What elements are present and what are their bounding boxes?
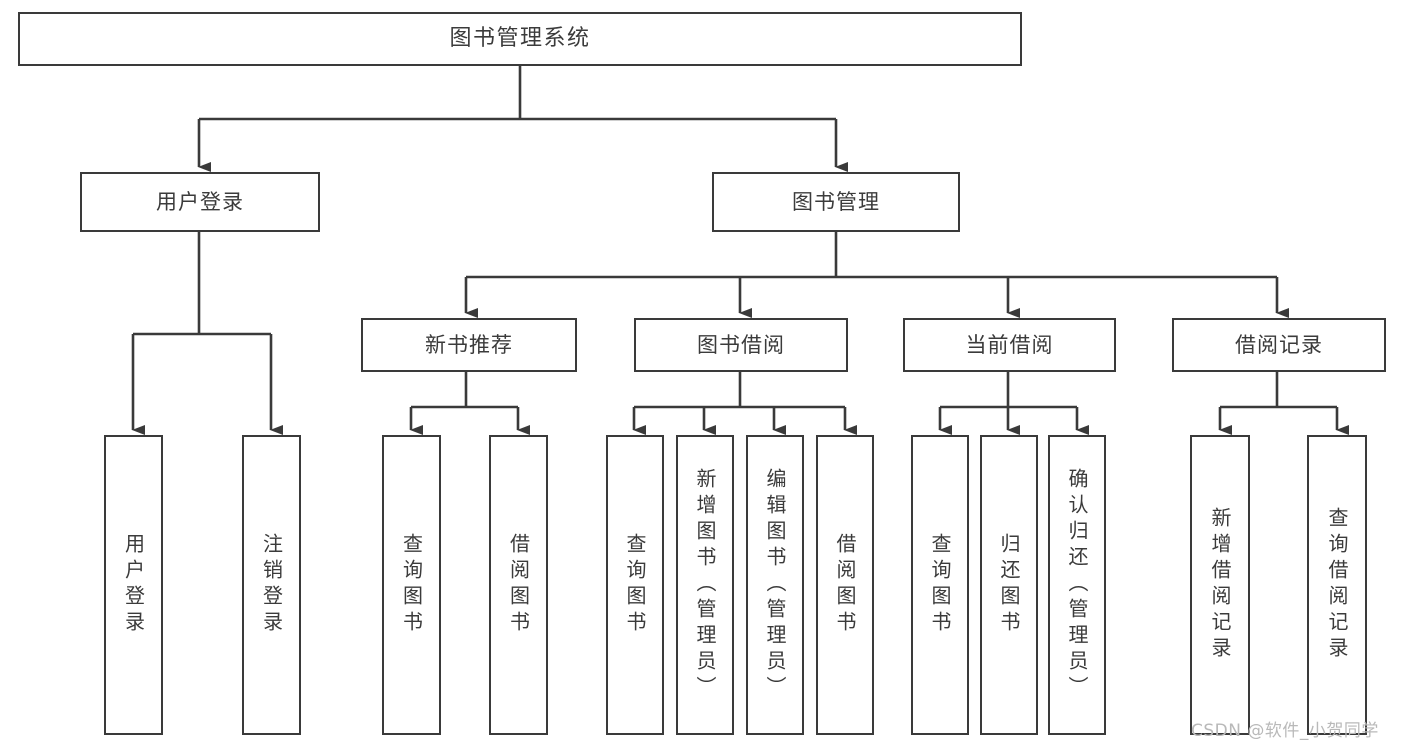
node-book-borrow[interactable]: 图书借阅 xyxy=(634,318,848,372)
node-label: 查询图书 xyxy=(928,533,952,637)
leaf-add-borrow-record[interactable]: 新增借阅记录 xyxy=(1190,435,1250,735)
node-label: 新增借阅记录 xyxy=(1208,507,1232,663)
node-label: 用户登录 xyxy=(121,533,146,637)
leaf-user-login[interactable]: 用户登录 xyxy=(104,435,163,735)
node-label: 查询借阅记录 xyxy=(1325,507,1349,663)
node-label: 注销登录 xyxy=(259,533,284,637)
leaf-return-books[interactable]: 归还图书 xyxy=(980,435,1038,735)
leaf-query-books-recommend[interactable]: 查询图书 xyxy=(382,435,441,735)
leaf-logout[interactable]: 注销登录 xyxy=(242,435,301,735)
node-label: 当前借阅 xyxy=(965,332,1054,357)
node-borrow-records[interactable]: 借阅记录 xyxy=(1172,318,1386,372)
leaf-query-borrow-record[interactable]: 查询借阅记录 xyxy=(1307,435,1367,735)
node-label: 新增图书（管理员） xyxy=(693,468,717,702)
node-label: 图书借阅 xyxy=(697,332,785,357)
node-current-borrow[interactable]: 当前借阅 xyxy=(903,318,1116,372)
node-label: 确认归还（管理员） xyxy=(1065,468,1089,702)
node-label: 用户登录 xyxy=(156,189,244,214)
leaf-borrow-books-recommend[interactable]: 借阅图书 xyxy=(489,435,548,735)
node-label: 编辑图书（管理员） xyxy=(763,468,787,702)
node-label: 图书管理 xyxy=(792,189,880,214)
leaf-edit-book-admin[interactable]: 编辑图书（管理员） xyxy=(746,435,804,735)
node-label: 查询图书 xyxy=(399,533,424,637)
node-label: 新书推荐 xyxy=(425,332,513,357)
node-label: 借阅图书 xyxy=(833,533,857,637)
leaf-add-book-admin[interactable]: 新增图书（管理员） xyxy=(676,435,734,735)
node-new-book-recommend[interactable]: 新书推荐 xyxy=(361,318,577,372)
node-label: 查询图书 xyxy=(623,533,647,637)
csdn-watermark: CSDN @软件_小贺同学 xyxy=(1191,721,1379,741)
leaf-confirm-return-admin[interactable]: 确认归还（管理员） xyxy=(1048,435,1106,735)
leaf-borrow-books[interactable]: 借阅图书 xyxy=(816,435,874,735)
node-label: 图书管理系统 xyxy=(449,26,591,52)
node-label: 归还图书 xyxy=(997,533,1021,637)
node-label: 借阅图书 xyxy=(506,533,531,637)
node-root-system[interactable]: 图书管理系统 xyxy=(18,12,1022,66)
node-user-login[interactable]: 用户登录 xyxy=(80,172,320,232)
node-book-management[interactable]: 图书管理 xyxy=(712,172,960,232)
node-label: 借阅记录 xyxy=(1235,332,1323,357)
leaf-query-books-borrow[interactable]: 查询图书 xyxy=(606,435,664,735)
leaf-query-books-current[interactable]: 查询图书 xyxy=(911,435,969,735)
